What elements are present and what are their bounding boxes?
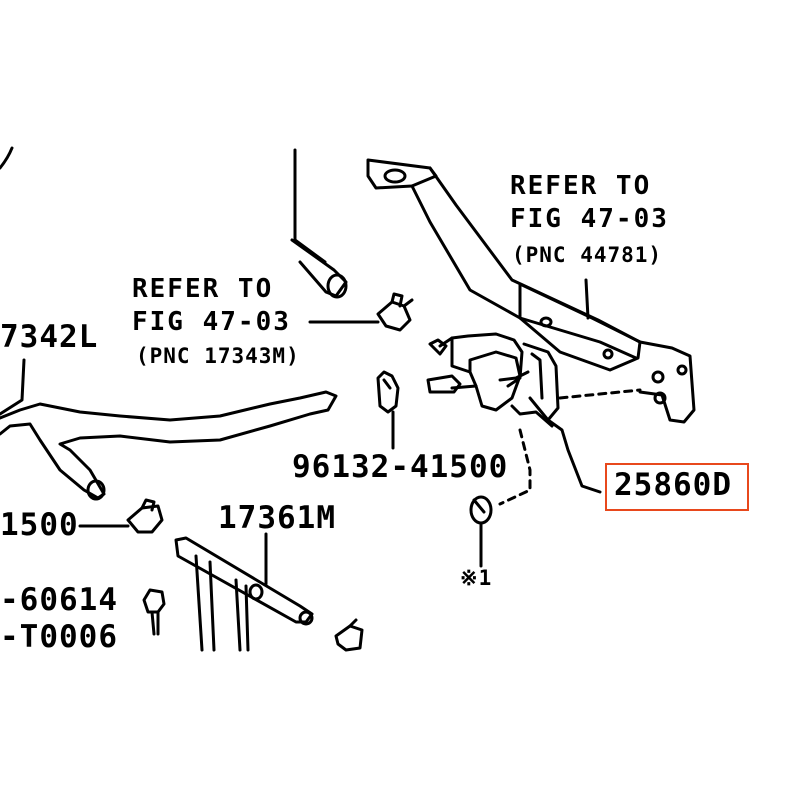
clamp-96132 <box>376 370 400 414</box>
dashed-guides <box>498 388 642 506</box>
edge-arc <box>0 146 14 170</box>
note-marker-1: ※1 <box>460 566 493 590</box>
main-hose <box>0 358 338 501</box>
tube-17361m <box>174 536 314 652</box>
bracket-arm <box>366 158 696 424</box>
clamp-lower-left <box>126 498 164 534</box>
highlight-box <box>605 463 749 511</box>
part-number-17342l[interactable]: 7342L <box>0 319 99 355</box>
part-number-t0006[interactable]: -T0006 <box>0 619 118 655</box>
part-number-60614[interactable]: -60614 <box>0 582 118 618</box>
ref-left-line3: (PNC 17343M) <box>136 344 300 368</box>
part-number-17361m[interactable]: 17361M <box>218 500 336 536</box>
ref-right-line3: (PNC 44781) <box>512 243 663 267</box>
part-number-96132-41500[interactable]: 96132-41500 <box>292 449 509 485</box>
ref-left-line2: FIG 47-03 <box>132 307 291 337</box>
ref-right-line2: FIG 47-03 <box>510 204 669 234</box>
vsv-valve <box>426 332 602 494</box>
ref-right-line1: REFER TO <box>510 171 652 201</box>
bolt <box>142 588 166 636</box>
upper-hose <box>290 148 348 299</box>
ref-left-line1: REFER TO <box>132 274 274 304</box>
part-number-25860d[interactable]: 25860D <box>614 467 732 503</box>
clip-bottom <box>334 618 364 652</box>
clamp-upper <box>376 292 414 332</box>
part-number-1500[interactable]: 1500 <box>0 507 79 543</box>
washer <box>469 495 493 525</box>
